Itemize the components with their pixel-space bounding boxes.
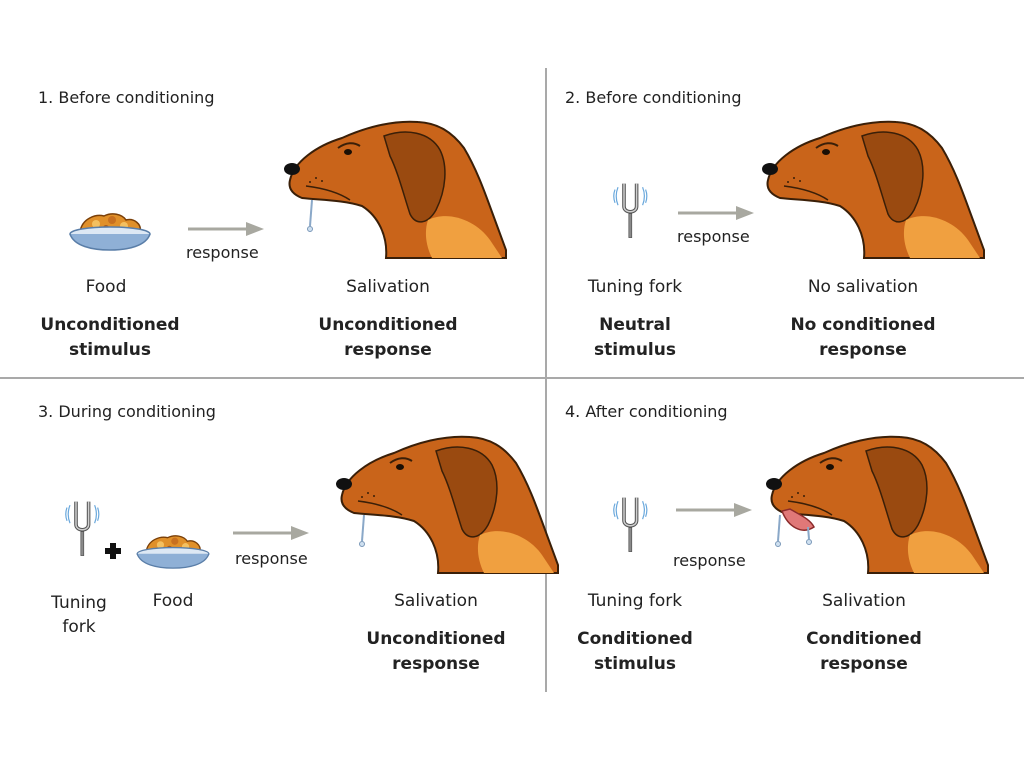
outcome-term: No conditioned response xyxy=(790,315,936,360)
dog-head-icon xyxy=(765,435,989,574)
stimulus-label: Tuning fork xyxy=(587,591,683,611)
arrow-right-icon xyxy=(231,524,311,542)
horizontal-divider xyxy=(0,377,1024,379)
panel-title: 3. During conditioning xyxy=(38,402,216,421)
panel-title: 2. Before conditioning xyxy=(565,88,742,107)
plus-icon xyxy=(105,543,121,559)
outcome-label: No salivation xyxy=(807,277,919,297)
vertical-divider xyxy=(545,68,547,692)
outcome-label: Salivation xyxy=(394,591,478,611)
dog-head-icon xyxy=(761,120,985,260)
outcome-term: Conditioned response xyxy=(806,629,922,674)
arrow-label: response xyxy=(673,551,746,570)
arrow-right-icon xyxy=(186,220,266,238)
dog-head-icon xyxy=(283,120,507,260)
dog-head-icon xyxy=(335,435,559,574)
stimulus-label: Food xyxy=(85,277,127,297)
arrow-label: response xyxy=(186,243,259,262)
outcome-term: Unconditioned response xyxy=(318,315,458,360)
tuning-fork-icon xyxy=(611,495,649,554)
outcome-term: Unconditioned response xyxy=(366,629,506,674)
arrow-right-icon xyxy=(674,501,754,519)
stimulus-label: Tuning fork xyxy=(51,593,107,637)
stimulus-label: Food xyxy=(152,591,194,611)
stimulus-label: Tuning fork xyxy=(587,277,683,297)
outcome-label: Salivation xyxy=(346,277,430,297)
stimulus-term: Unconditioned stimulus xyxy=(40,315,180,360)
tuning-fork-icon xyxy=(63,499,101,558)
arrow-right-icon xyxy=(676,204,756,222)
panel-title: 4. After conditioning xyxy=(565,402,728,421)
stimulus-term: Neutral stimulus xyxy=(594,315,676,360)
outcome-label: Salivation xyxy=(822,591,906,611)
arrow-label: response xyxy=(677,227,750,246)
tuning-fork-icon xyxy=(611,181,649,240)
stimulus-term: Conditioned stimulus xyxy=(577,629,693,674)
food-bowl-icon xyxy=(69,213,151,251)
arrow-label: response xyxy=(235,549,308,568)
food-bowl-icon xyxy=(136,535,210,569)
panel-title: 1. Before conditioning xyxy=(38,88,215,107)
